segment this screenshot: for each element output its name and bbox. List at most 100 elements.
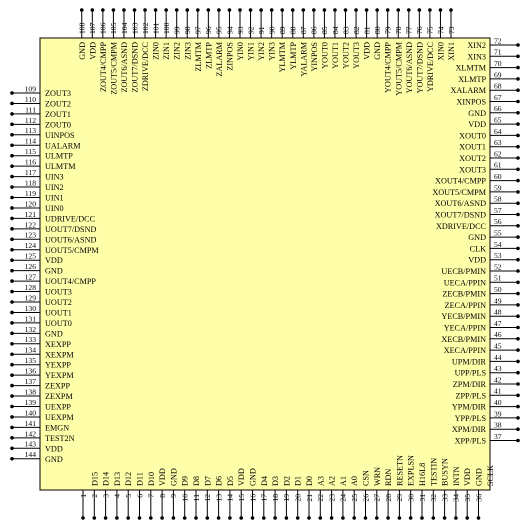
pin-end-dot [132,8,137,12]
pin-end-dot [307,516,311,520]
pin-number: 112 [25,116,36,125]
pin-end-dot [343,8,348,12]
pin-number: 18 [271,494,280,502]
pin-end-dot [363,516,368,520]
pin-name: XEXPP [45,340,71,349]
pin-end-dot [333,8,337,12]
pin-end-dot [10,133,14,137]
pin-end-dot [516,325,520,330]
pin-name: VDD [45,444,63,453]
pin-number: 32 [429,494,438,502]
pin-end-dot [10,101,14,106]
pin-end-dot [137,516,142,520]
pin-end-dot [516,416,520,420]
pin-end-dot [10,321,14,325]
pin-end-dot [10,456,14,461]
pin-number: 136 [25,367,37,376]
pin-number: 121 [25,210,37,219]
pin-end-dot [397,516,402,520]
pin-end-dot [10,143,14,148]
pin-number: 26 [361,494,370,502]
pin-end-dot [284,516,289,520]
pin-number: 88 [289,26,298,34]
pin-name: ULMTM [45,162,76,171]
pin-name: D12 [124,472,133,486]
pin-end-dot [516,291,520,296]
pin-number: 4 [113,494,122,498]
pin-name: YOUT4/CMPP [384,42,393,93]
pin-end-dot [10,237,14,242]
pin-number: 61 [494,161,502,170]
pin-number: 82 [352,26,361,34]
pin-end-dot [516,370,520,375]
pin-number: 14 [226,494,235,502]
pin-number: 52 [494,262,502,271]
pin-name: ZIN0 [152,42,161,60]
pin-name: VDD [88,42,97,60]
pin-number: 134 [25,346,37,355]
pin-name: ZECA/PPIN [445,301,486,310]
pin-end-dot [516,88,520,92]
pin-end-dot [10,394,14,398]
pin-number: 43 [494,364,502,373]
pin-name: GND [475,468,484,486]
pin-number: 124 [25,241,37,250]
pin-number: 40 [494,398,502,407]
pin-number: 81 [362,26,371,34]
pin-end-dot [375,8,379,12]
pin-number: 133 [25,335,37,344]
pin-number: 23 [327,494,336,502]
pin-number: 78 [394,26,403,34]
pin-end-dot [516,156,520,160]
pin-number: 122 [25,220,37,229]
pin-name: ZOUT3 [45,89,71,98]
pin-number: 115 [25,147,36,156]
pin-number: 8 [158,494,167,498]
pin-end-dot [516,201,520,205]
pin-number: 51 [494,274,502,283]
pin-number: 137 [25,377,37,386]
pin-number: 107 [88,22,97,34]
pin-name: VDD [468,256,486,265]
pin-number: 118 [25,178,36,187]
pin-name: XOUT4/CMPP [435,177,486,186]
pin-end-dot [182,516,187,520]
pin-name: UOUT1 [45,308,72,317]
pin-name: GND [45,267,63,276]
pin-number: 93 [236,26,245,34]
pin-number: 102 [141,22,150,34]
pin-name: ZPP/PLS [456,391,487,400]
pin-end-dot [10,247,14,252]
pin-name: D11 [136,472,145,486]
pin-name: BUSYN [441,458,450,486]
pin-name: RESETN [395,455,404,486]
pin-end-dot [10,289,14,294]
pin-end-dot [227,8,232,12]
pin-name: ZOUT1 [45,110,71,119]
pin-name: ZECB/PMIN [442,290,486,299]
pin-end-dot [407,8,411,12]
pin-name: D15 [90,472,99,486]
pin-number: 106 [99,22,108,34]
pin-number: 7 [147,494,156,498]
pin-name: YIN2 [257,42,266,61]
pin-end-dot [364,8,369,12]
pin-name: VDD [237,468,246,486]
pin-end-dot [10,310,14,315]
pin-number: 30 [407,494,416,502]
pin-end-dot [516,427,520,432]
pin-name: YOUT0 [320,42,329,69]
pin-end-dot [185,8,190,12]
pin-end-dot [10,279,14,283]
pin-end-dot [10,300,14,304]
pin-name: UINPOS [45,131,75,140]
pin-name: INTN [452,466,461,486]
pin-number: 65 [494,116,502,125]
pin-number: 22 [316,494,325,502]
pin-end-dot [101,8,105,12]
pin-number: 53 [494,251,502,260]
pin-end-dot [10,206,14,210]
pin-name: VDD [363,42,372,60]
pin-number: 140 [25,408,37,417]
pin-number: 116 [25,158,36,167]
